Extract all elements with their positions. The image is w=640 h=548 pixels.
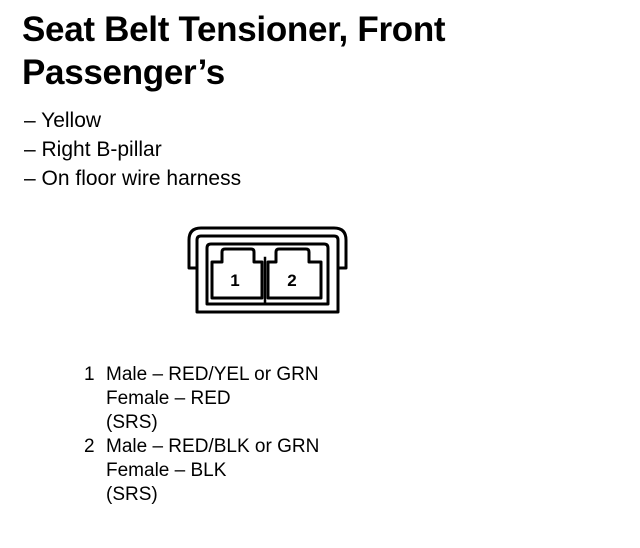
pin-2-male: Male – RED/BLK or GRN xyxy=(106,436,320,457)
title-line-2: Passenger’s xyxy=(22,53,225,92)
title-line-1: Seat Belt Tensioner, Front xyxy=(22,10,446,49)
pin-number-1: 1 xyxy=(84,364,95,385)
cavity-2 xyxy=(266,247,323,300)
note-harness: – On floor wire harness xyxy=(24,167,242,190)
pin-entry-1: 1 Male – RED/YEL or GRN Female – RED (SR… xyxy=(84,363,319,435)
pin-2-female: Female – BLK xyxy=(106,460,227,481)
pin-assignment-list: 1 Male – RED/YEL or GRN Female – RED (SR… xyxy=(84,363,319,507)
connector-body xyxy=(195,260,340,314)
cavity-1 xyxy=(210,247,264,300)
page-title: Seat Belt Tensioner, Front Passenger’s xyxy=(22,8,446,94)
pin-1-system: (SRS) xyxy=(106,412,158,433)
pin-1-male: Male – RED/YEL or GRN xyxy=(106,364,319,385)
note-color: – Yellow xyxy=(24,109,102,132)
pin-2-system: (SRS) xyxy=(106,484,158,505)
pin-number-2: 2 xyxy=(84,436,95,457)
note-location: – Right B-pillar xyxy=(24,138,162,161)
connector-face xyxy=(205,242,330,306)
pin-entry-2: 2 Male – RED/BLK or GRN Female – BLK (SR… xyxy=(84,435,319,507)
cavity-label-1: 1 xyxy=(230,271,239,290)
cavity-label-2: 2 xyxy=(287,271,296,290)
pin-1-female: Female – RED xyxy=(106,388,231,409)
connector-notes: – Yellow – Right B-pillar – On floor wir… xyxy=(24,106,241,193)
